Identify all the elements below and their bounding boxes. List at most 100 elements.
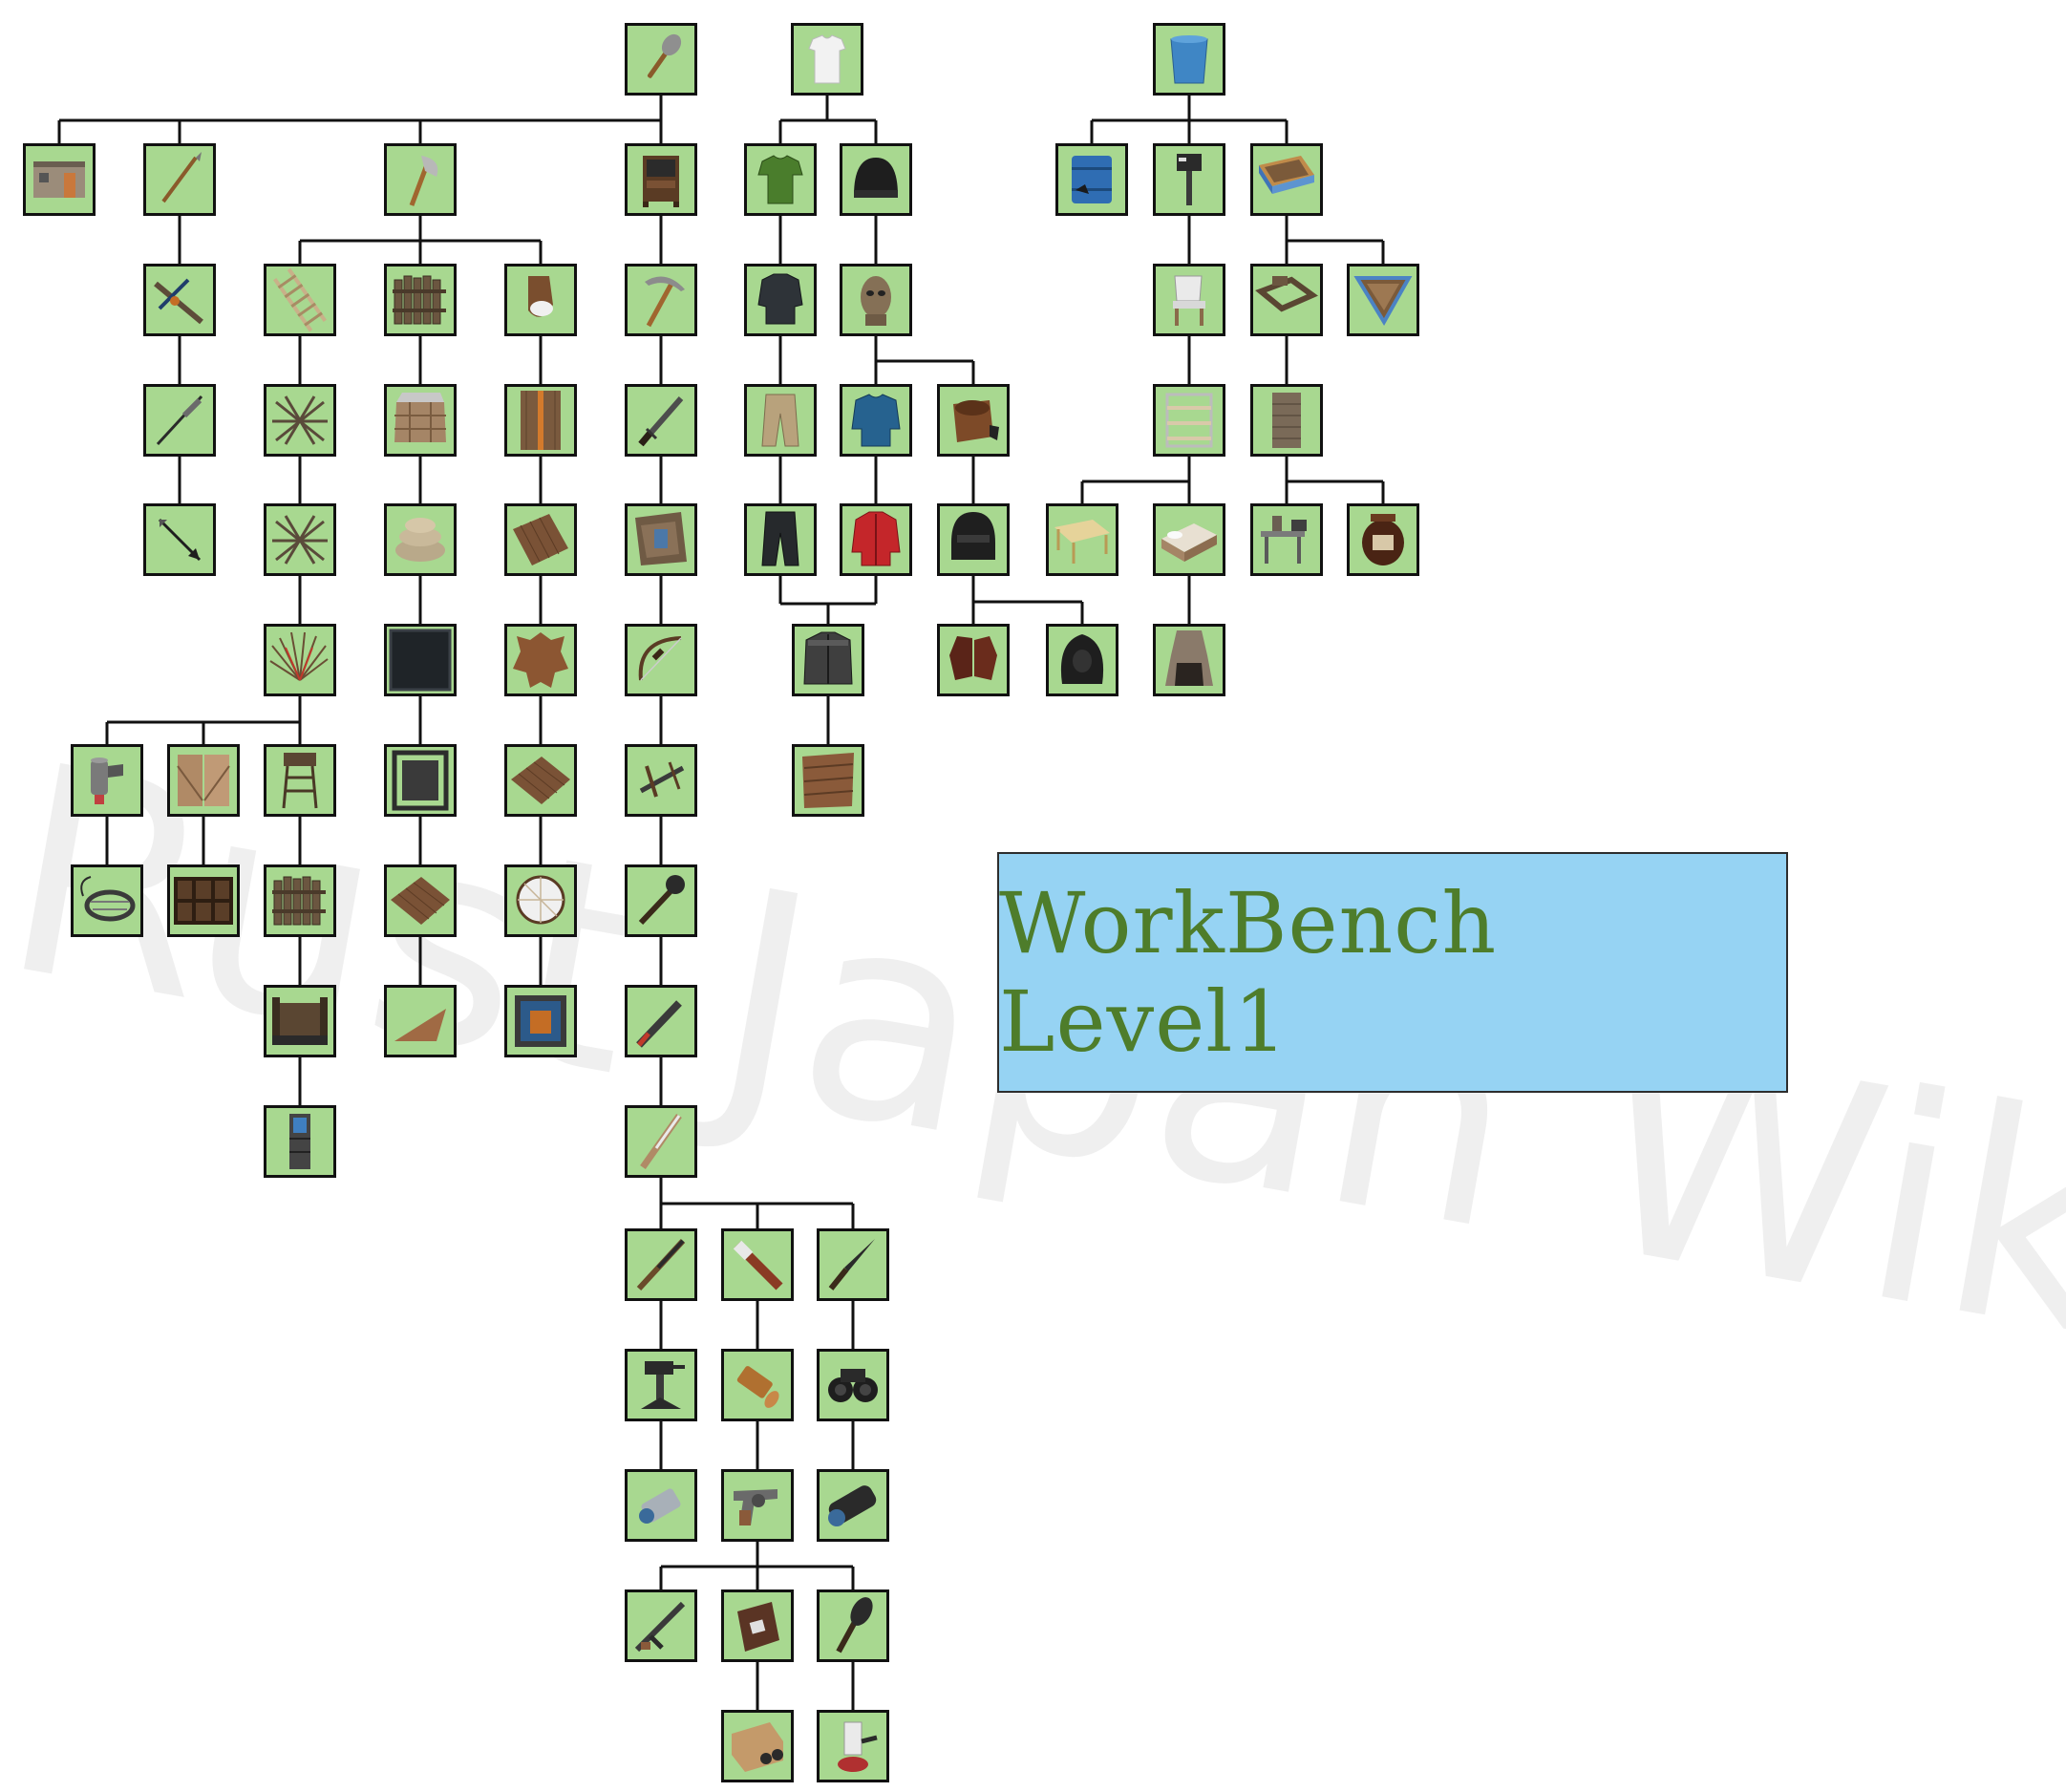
item-tile-floor-hatch[interactable] [384,864,457,937]
item-tile-spike-barricade[interactable] [264,384,336,457]
item-tile-chair[interactable] [1153,264,1225,336]
item-tile-pickaxe[interactable] [625,264,697,336]
item-tile-spiked-club[interactable] [817,1589,889,1662]
item-tile-salvaged-sword[interactable] [625,985,697,1057]
item-tile-revolver[interactable] [721,1469,794,1542]
item-tile-mace[interactable] [625,864,697,937]
item-tile-machete[interactable] [625,384,697,457]
item-tile-hobo-barrel[interactable] [264,1105,336,1178]
item-tile-pants[interactable] [744,384,817,457]
item-tile-beenie[interactable] [840,143,912,216]
item-tile-sandbags[interactable] [384,503,457,576]
item-tile-helmet-bucket[interactable] [937,384,1010,457]
item-tile-bear-trap[interactable] [71,864,143,937]
item-tile-balaclava[interactable] [840,264,912,336]
item-tile-satchel[interactable] [721,1710,794,1782]
item-tile-planter-large[interactable] [1250,143,1323,216]
plank-armor-icon [802,753,854,808]
item-tile-window-bars[interactable] [167,864,240,937]
item-tile-ammo[interactable] [721,1349,794,1421]
item-tile-grenade-beancan[interactable] [721,1589,794,1662]
item-tile-jar[interactable] [1347,503,1419,576]
item-tile-stone-hatchet[interactable] [625,23,697,96]
item-tile-coat[interactable] [792,624,864,696]
item-tile-wood-sign[interactable] [504,384,577,457]
item-tile-fireplace[interactable] [1153,624,1225,696]
item-tile-bow[interactable] [625,624,697,696]
item-tile-flashlight[interactable] [721,1228,794,1301]
item-tile-jacket-red[interactable] [840,503,912,576]
item-tile-wood-shutters-1[interactable] [23,143,96,216]
item-tile-wood-floor[interactable] [504,744,577,817]
item-tile-mixing-table[interactable] [1250,503,1323,576]
item-tile-sweater[interactable] [840,384,912,457]
item-tile-tank-top[interactable] [791,23,863,96]
item-tile-table[interactable] [1046,503,1118,576]
item-tile-repair-bench[interactable] [625,143,697,216]
cabinet-icon [643,156,679,207]
item-tile-ladder[interactable] [264,264,336,336]
item-tile-watchtower[interactable] [264,744,336,817]
shirt-green-icon [757,155,803,204]
item-tile-metal-shutters[interactable] [384,624,457,696]
item-tile-hoodie[interactable] [744,264,817,336]
item-tile-high-wood-wall[interactable] [264,864,336,937]
item-tile-flamethrower[interactable] [71,744,143,817]
item-tile-barbed-barricade[interactable] [264,503,336,576]
item-tile-weapon-lasersight[interactable] [625,1469,697,1542]
item-tile-helmet-metal[interactable] [937,503,1010,576]
spikes-fan-icon [269,631,329,681]
item-tile-crossbow[interactable] [143,264,216,336]
item-tile-wood-gate[interactable] [264,985,336,1057]
ladder-icon [273,267,327,332]
axe-head-icon [647,33,682,78]
item-tile-painting[interactable] [504,985,577,1057]
item-tile-metal-frame[interactable] [384,744,457,817]
item-tile-planter-triangle[interactable] [1347,264,1419,336]
item-tile-water-bucket[interactable] [1153,23,1225,96]
item-tile-auto-turret[interactable] [625,1349,697,1421]
item-tile-sandbag-crate[interactable] [384,384,457,457]
item-tile-bed[interactable] [1153,503,1225,576]
item-tile-wood-door-double[interactable] [167,744,240,817]
item-tile-sign-post[interactable] [1250,264,1323,336]
item-tile-bear-rug[interactable] [504,624,577,696]
torch-icon [733,1240,783,1291]
item-tile-arrow[interactable] [143,503,216,576]
item-tile-gloves[interactable] [937,624,1010,696]
item-tile-silencer[interactable] [817,1469,889,1542]
item-tile-shotgun[interactable] [625,1105,697,1178]
item-tile-wood-barricade[interactable] [384,264,457,336]
item-tile-mailbox[interactable] [1153,143,1225,216]
item-tile-burlap-hood[interactable] [1046,624,1118,696]
item-tile-spear-1[interactable] [143,143,216,216]
item-tile-shelves[interactable] [1153,384,1225,457]
spikes-icon [272,515,328,565]
item-tile-wood-armor-chest[interactable] [792,744,864,817]
item-tile-wood-spikes[interactable] [264,624,336,696]
item-tile-hatchet[interactable] [384,143,457,216]
mailbox-icon [1177,154,1202,205]
item-tile-rug[interactable] [504,503,577,576]
item-tile-locker[interactable] [1250,384,1323,457]
item-tile-tshirt-green[interactable] [744,143,817,216]
item-tile-small-stash[interactable] [504,264,577,336]
hood-icon [1060,634,1104,684]
item-tile-knife[interactable] [817,1228,889,1301]
item-tile-smg[interactable] [625,1589,697,1662]
triangle-planter-icon [1353,276,1413,326]
item-tile-triangle-floor[interactable] [384,985,457,1057]
item-tile-spear-2[interactable] [143,384,216,457]
bucket-blue-icon [1170,35,1208,84]
item-tile-water-barrel[interactable] [1055,143,1128,216]
gate-icon [272,997,328,1045]
crossbow-small-icon [639,761,685,798]
item-tile-dream-catcher[interactable] [504,864,577,937]
item-tile-jeans[interactable] [744,503,817,576]
smg-icon [634,1601,686,1653]
item-tile-lantern[interactable] [817,1710,889,1782]
item-tile-binoculars[interactable] [817,1349,889,1421]
item-tile-pump-shotgun[interactable] [625,1228,697,1301]
item-tile-slingshot[interactable] [625,744,697,817]
item-tile-wood-armor[interactable] [625,503,697,576]
